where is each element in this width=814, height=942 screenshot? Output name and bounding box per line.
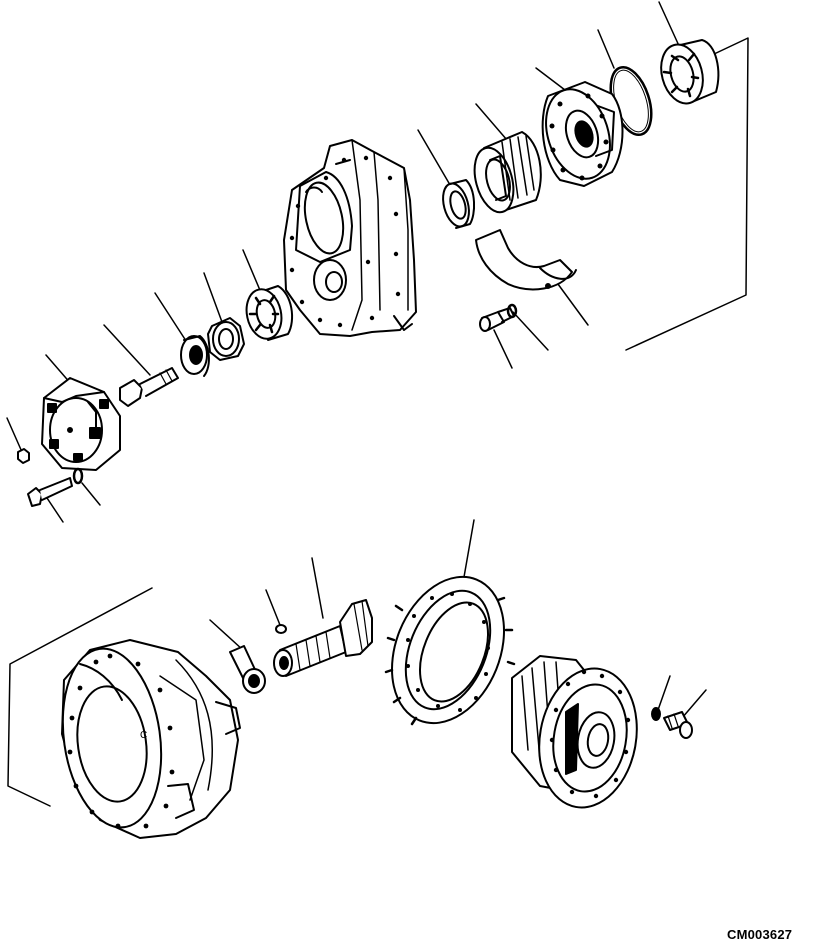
bearing-cup — [442, 179, 476, 229]
taper-bearing-large — [473, 131, 542, 214]
nut-small — [17, 448, 30, 464]
oil-deflector — [475, 229, 577, 291]
washer-lock — [651, 707, 661, 721]
leader-lines-upper — [6, 1, 681, 523]
nut — [207, 317, 245, 361]
bolt — [479, 307, 515, 332]
bolt-small — [27, 477, 73, 507]
housing — [283, 139, 417, 337]
washer-small — [72, 467, 84, 485]
carrier-housing: C — [61, 639, 241, 839]
leader-lines-lower — [209, 519, 707, 719]
assembly-bracket-upper — [625, 37, 749, 351]
cover — [41, 377, 121, 471]
shim — [275, 624, 287, 634]
differential-case — [511, 655, 638, 809]
bearing-cage — [541, 81, 624, 187]
upper-assembly — [6, 1, 749, 523]
svg-text:C: C — [140, 730, 147, 741]
assembly-bracket-lower — [7, 587, 153, 807]
bolt-long — [119, 367, 179, 407]
pinion-gear — [273, 599, 373, 677]
lower-assembly: C — [7, 519, 707, 839]
drawing-code: CM003627 — [727, 927, 793, 942]
ring-gear — [384, 575, 516, 726]
outer-race — [245, 285, 294, 341]
outer-bearing — [660, 39, 720, 105]
washer-flat — [180, 335, 210, 377]
bolt-case — [663, 711, 693, 739]
sleeve — [229, 645, 266, 694]
